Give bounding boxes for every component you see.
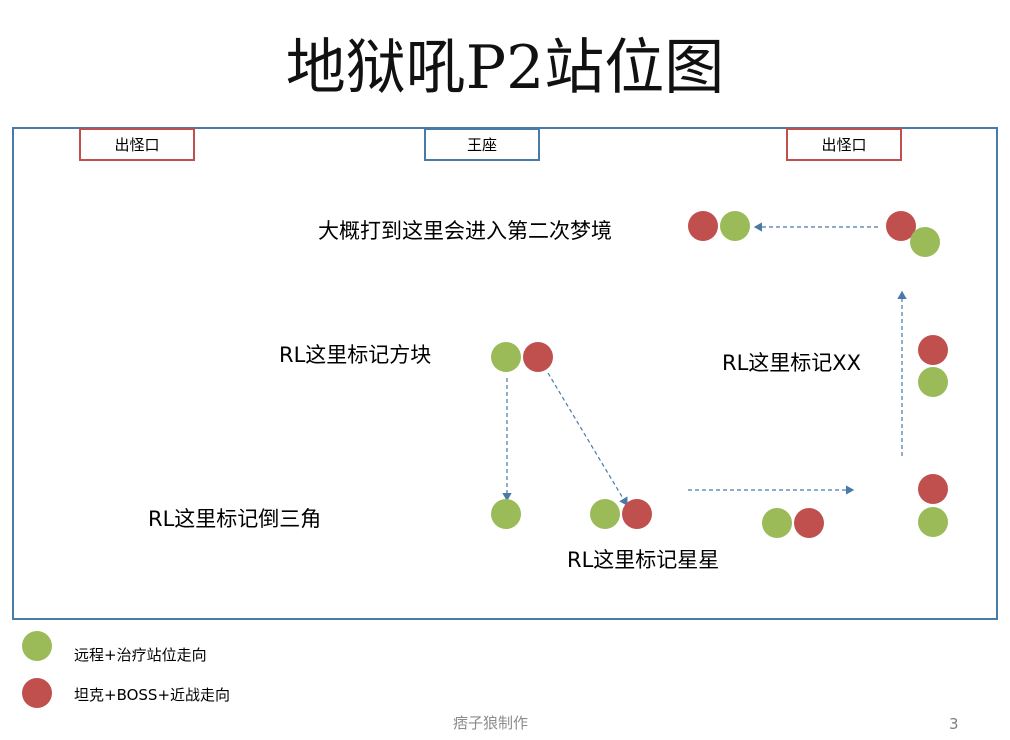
- arrow-square-to-star: [547, 372, 628, 507]
- green-dot: [720, 211, 750, 241]
- note-triangle: RL这里标记倒三角: [148, 507, 322, 531]
- page-number: 3: [949, 715, 959, 733]
- note-dream: 大概打到这里会进入第二次梦境: [318, 219, 612, 243]
- green-dot: [762, 508, 792, 538]
- legend-green-label: 远程+治疗站位走向: [74, 646, 207, 664]
- red-dot: [918, 474, 948, 504]
- spawn-point-left: 出怪口: [79, 128, 195, 161]
- green-dot: [491, 342, 521, 372]
- page-title: 地狱吼P2站位图: [285, 33, 725, 103]
- spawn-point-right: 出怪口: [786, 128, 902, 161]
- legend-red-dot: [22, 678, 52, 708]
- throne-label: 王座: [424, 128, 540, 161]
- green-dot: [918, 367, 948, 397]
- legend-green-dot: [22, 631, 52, 661]
- green-dot: [491, 499, 521, 529]
- red-dot: [918, 335, 948, 365]
- green-dot: [918, 507, 948, 537]
- note-star: RL这里标记星星: [567, 548, 720, 572]
- note-square: RL这里标记方块: [279, 343, 432, 367]
- legend-red-label: 坦克+BOSS+近战走向: [74, 686, 231, 704]
- green-dot: [910, 227, 940, 257]
- red-dot: [794, 508, 824, 538]
- author-credit: 痞子狼制作: [453, 714, 529, 732]
- red-dot: [688, 211, 718, 241]
- green-dot: [590, 499, 620, 529]
- note-xx: RL这里标记XX: [722, 351, 862, 375]
- red-dot: [622, 499, 652, 529]
- red-dot: [523, 342, 553, 372]
